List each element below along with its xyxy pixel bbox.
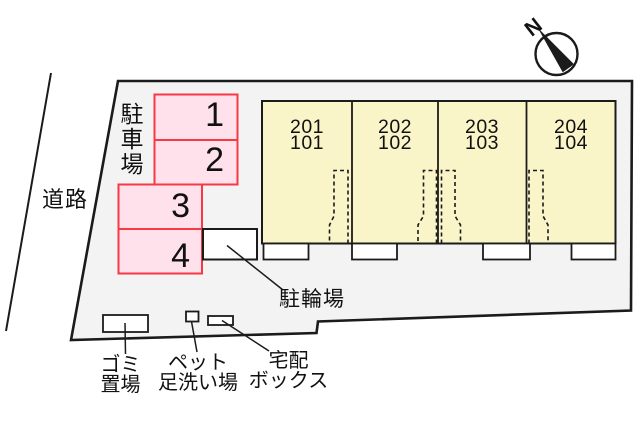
parking-space-1-rect: [153, 93, 239, 141]
compass-needle-icon: [537, 27, 574, 73]
porch-unit1: [262, 242, 310, 261]
unit-2-upper-number: 202: [377, 116, 413, 138]
pet-wash-label-line1: ペット: [168, 352, 228, 374]
unit-1-label: 201 101: [265, 116, 349, 154]
garbage-area-label-line1: ゴミ: [100, 354, 141, 376]
parking-lot-label: 駐車場: [117, 102, 143, 177]
parking-space-1-number: 1: [205, 96, 224, 134]
delivery-box-label-line2: ボックス: [248, 369, 329, 392]
pet-wash-leader-line: [190, 321, 198, 353]
unit-4-lower-number: 104: [553, 131, 589, 154]
delivery-box-leader-line: [221, 319, 270, 352]
porch-unit4: [570, 242, 617, 261]
delivery-box-rect: [207, 315, 234, 326]
bicycle-parking-label: 駐輪場: [279, 288, 345, 311]
unit-1-lower-number: 101: [289, 131, 325, 154]
stair-dashed-unit2: [417, 169, 438, 244]
parking-space-2-number: 2: [205, 141, 224, 179]
unit-2-lower-number: 102: [377, 131, 413, 154]
porch-unit2: [351, 242, 398, 261]
pet-wash-label: ペット 足洗い場: [143, 352, 253, 394]
unit-3-lower-number: 103: [464, 131, 500, 154]
bicycle-parking-leader-line: [226, 244, 284, 291]
pet-wash-rect: [185, 310, 200, 323]
porch-unit3: [482, 242, 531, 261]
pet-wash-label-line2: 足洗い場: [158, 371, 238, 394]
unit-1-upper-number: 201: [289, 116, 325, 138]
road-label: 道路: [42, 187, 89, 212]
bicycle-parking-rect: [202, 228, 258, 261]
garbage-area-label: ゴミ 置場: [80, 354, 161, 396]
unit-2-label: 202 102: [353, 116, 437, 154]
unit-4-upper-number: 204: [553, 116, 589, 138]
road-left-edge-line: [5, 72, 52, 332]
delivery-box-label: 宅配 ボックス: [238, 350, 339, 392]
garbage-area-label-line2: 置場: [100, 373, 141, 396]
parking-space-2-rect: [153, 139, 239, 186]
delivery-box-label-line1: 宅配: [268, 350, 309, 372]
unit-3-label: 203 103: [440, 116, 524, 154]
unit-3-upper-number: 203: [464, 116, 500, 138]
garbage-leader-line: [124, 322, 127, 355]
unit-4-label: 204 104: [529, 116, 613, 154]
parking-space-3-number: 3: [171, 187, 190, 225]
parking-space-4-number: 4: [171, 237, 190, 275]
